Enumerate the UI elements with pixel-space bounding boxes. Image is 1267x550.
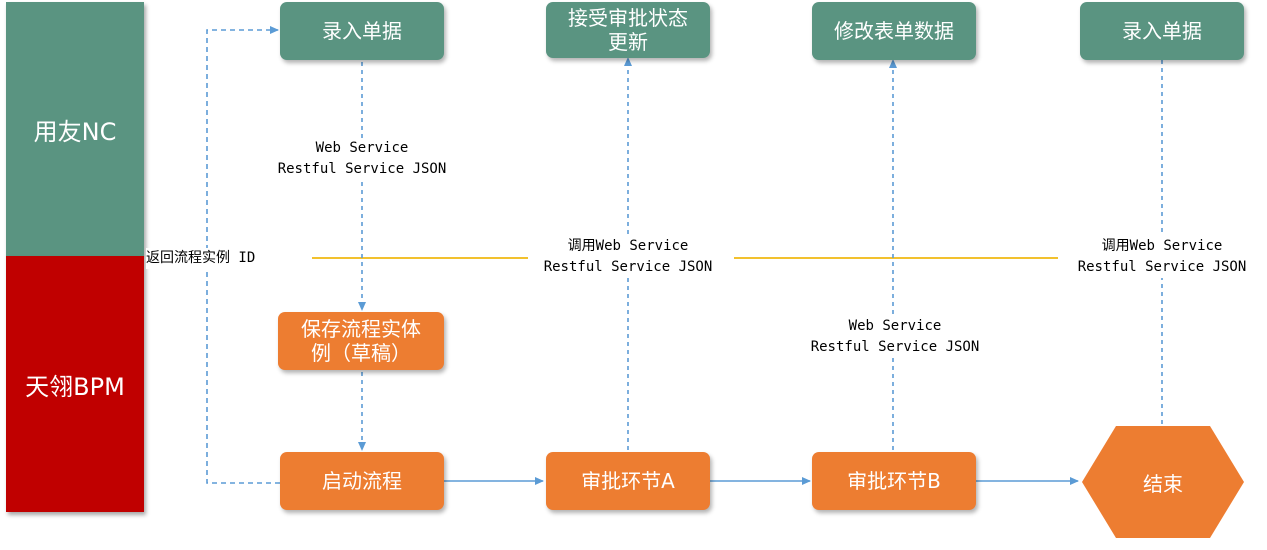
node-approve-a: 审批环节A (546, 452, 710, 510)
node-start-process: 启动流程 (280, 452, 444, 510)
node-end: 结束 (1143, 471, 1183, 496)
node-modify-form: 修改表单数据 (812, 2, 976, 60)
node-receive-status: 接受审批状态 更新 (546, 2, 710, 58)
label-call-ws-2: 调用Web Service Restful Service JSON (1062, 236, 1262, 278)
node-approve-b: 审批环节B (812, 452, 976, 510)
label-ws-rest-1: Web Service Restful Service JSON (262, 138, 462, 180)
lane-nc: 用友NC (6, 2, 144, 256)
node-entry-form-1: 录入单据 (280, 2, 444, 60)
node-entry-form-2: 录入单据 (1080, 2, 1244, 60)
node-end-shape (1082, 426, 1244, 538)
label-ws-rest-2: Web Service Restful Service JSON (795, 316, 995, 358)
label-return-instance: 返回流程实例 ID (146, 248, 286, 269)
label-call-ws-1: 调用Web Service Restful Service JSON (528, 236, 728, 278)
node-save-instance: 保存流程实体 例（草稿） (278, 312, 444, 370)
lane-bpm: 天翎BPM (6, 256, 144, 512)
